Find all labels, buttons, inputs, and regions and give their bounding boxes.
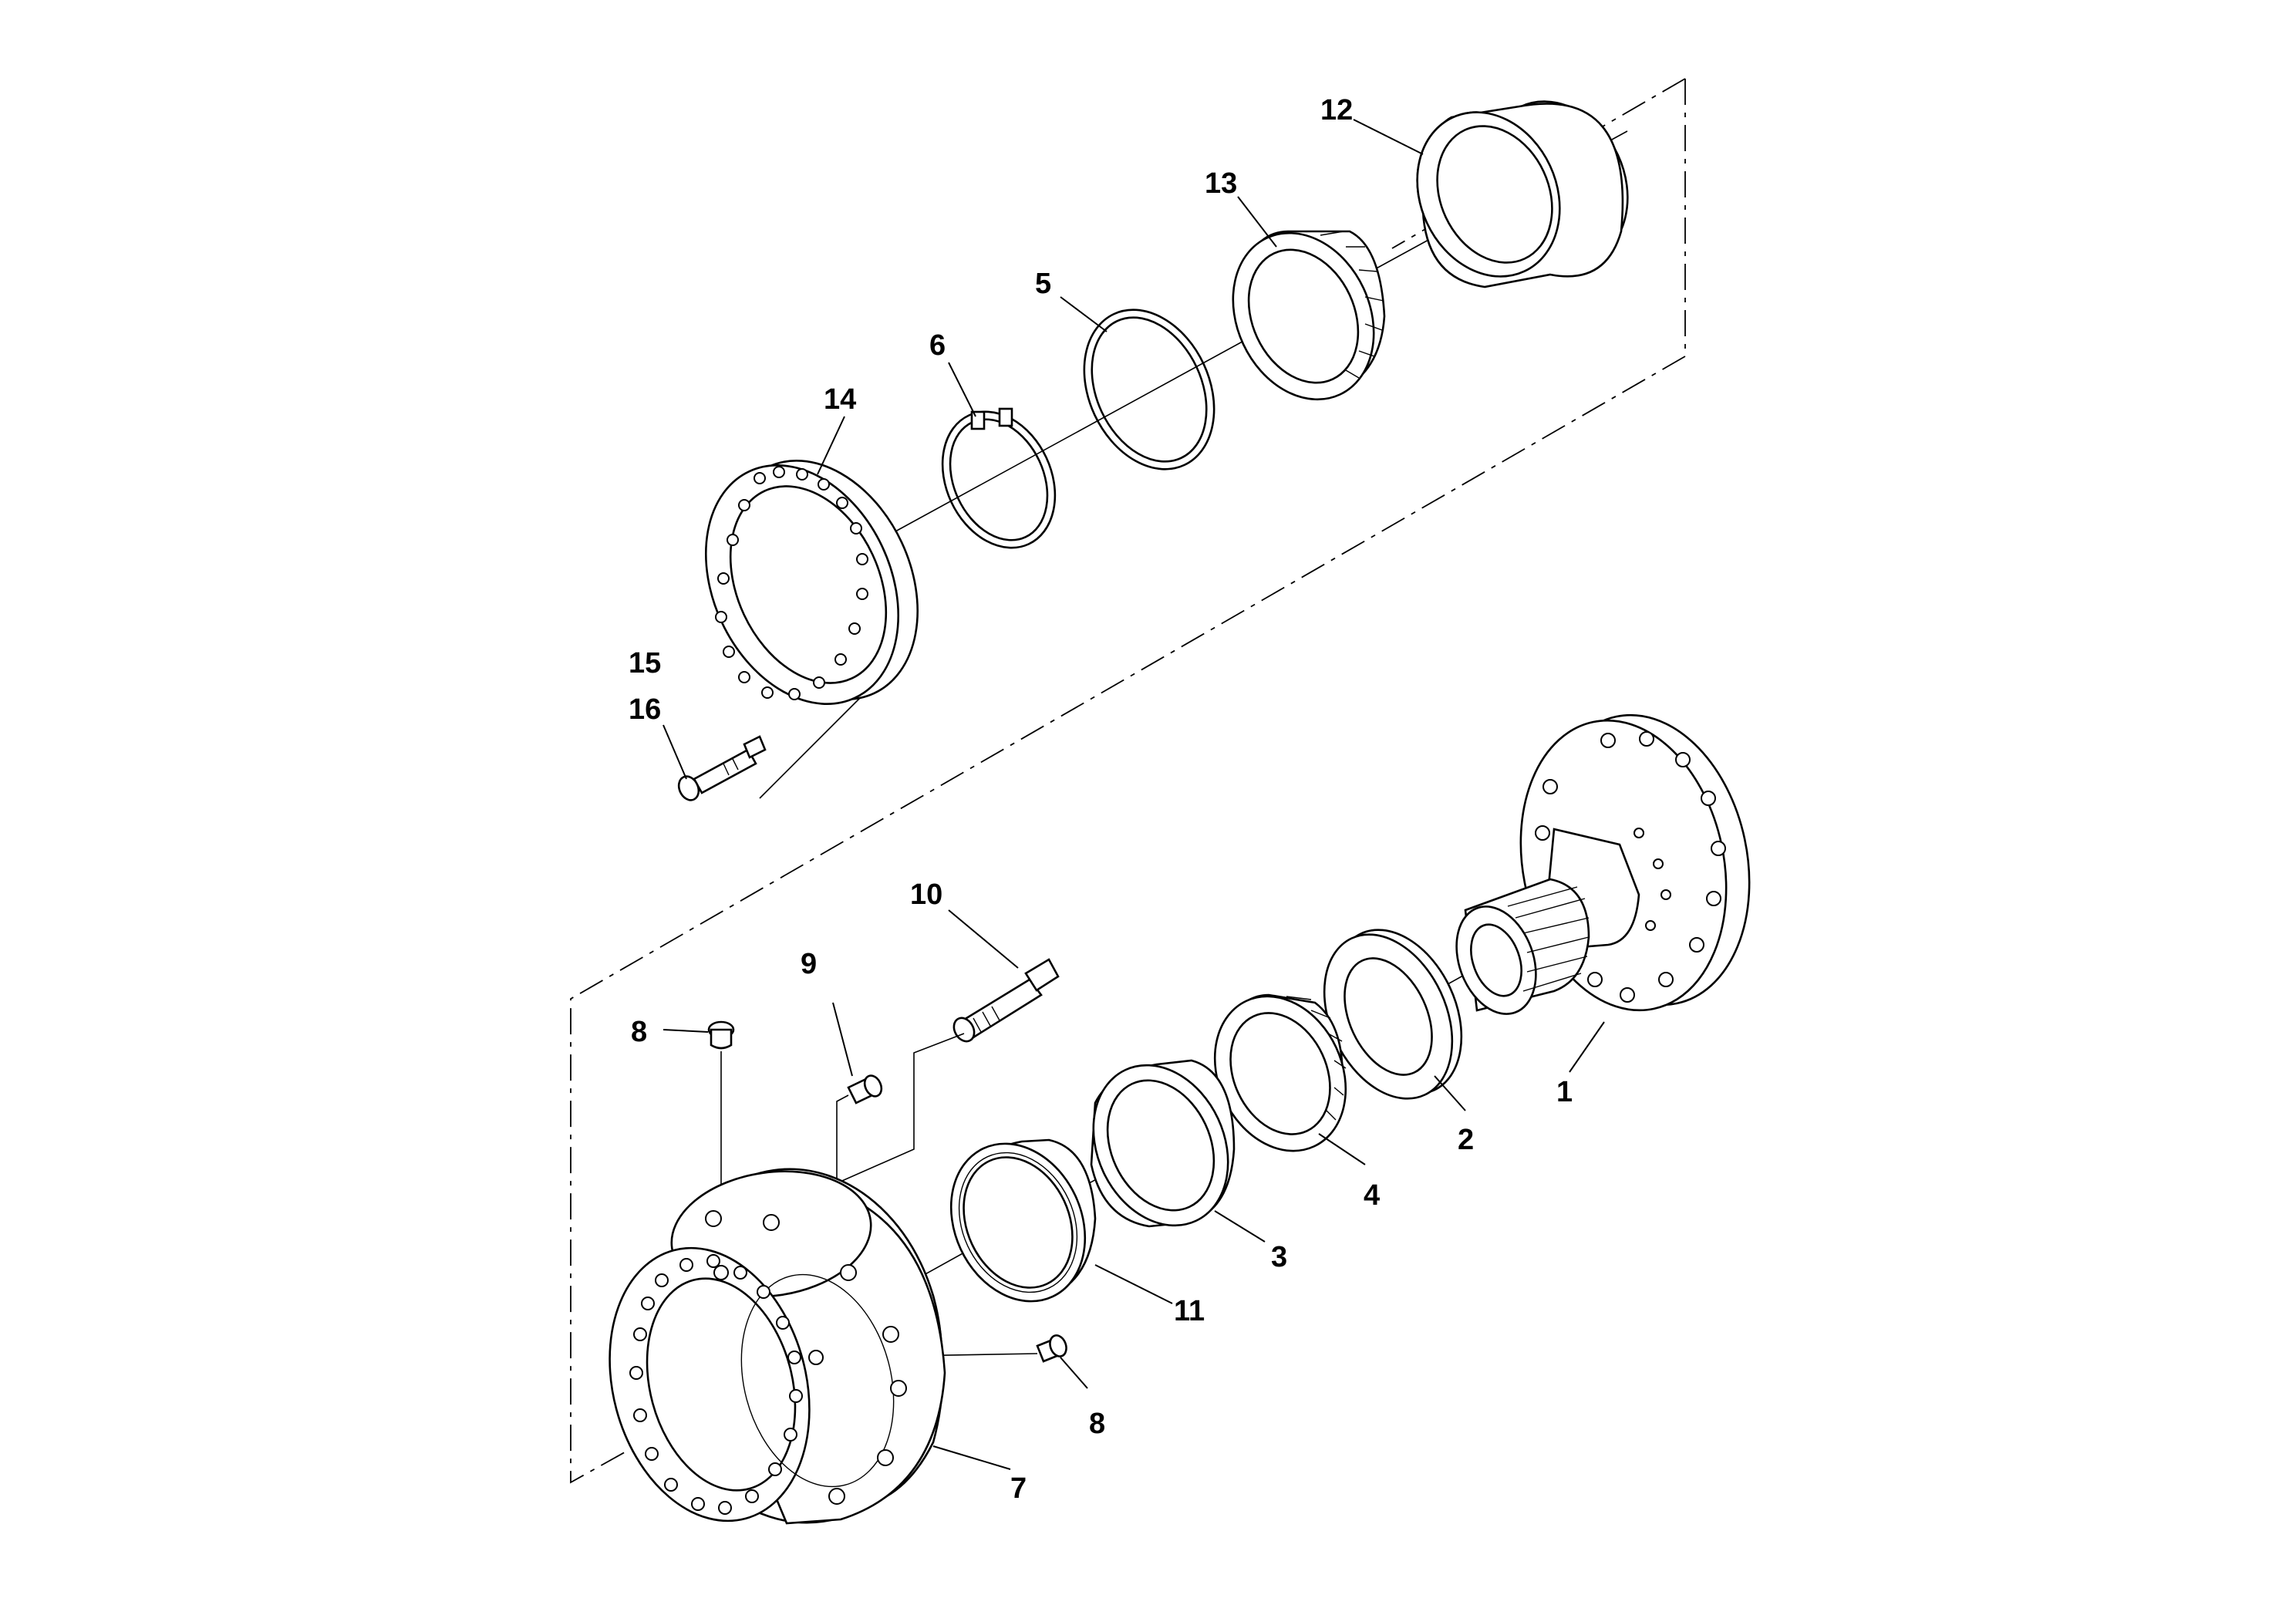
callout-4: 4 (1364, 1179, 1380, 1212)
part-7-wheel-hub (609, 1168, 946, 1525)
cover-bolt-holes (715, 466, 868, 700)
part-16-cover-bolt (677, 735, 767, 801)
callout-8-top: 8 (631, 1016, 647, 1048)
part-3-bearing-cup (1090, 1059, 1236, 1228)
callout-10: 10 (910, 878, 942, 911)
part-4-bearing-cone (1213, 993, 1347, 1152)
callout-12: 12 (1320, 94, 1353, 126)
part-9-plug (813, 1074, 883, 1208)
part-11-seal (949, 1138, 1097, 1303)
callout-7: 7 (1010, 1472, 1027, 1505)
callout-16: 16 (629, 693, 661, 726)
callout-1: 1 (1556, 1076, 1573, 1108)
callouts: 12 13 5 6 14 15 16 10 9 8 1 2 4 3 11 8 7 (629, 94, 1573, 1505)
callout-14: 14 (824, 383, 856, 416)
part-5-ring (1083, 309, 1215, 470)
shaft-splines (1507, 886, 1590, 992)
part-14-cover-flange (704, 460, 919, 705)
callout-11: 11 (1174, 1295, 1205, 1327)
callout-9: 9 (801, 948, 817, 980)
part-6-circlip (941, 407, 1057, 549)
part-2-spacer-ring (1323, 929, 1463, 1100)
part-10-stud (817, 958, 1060, 1192)
flange-bolt-holes (1535, 731, 1726, 1003)
part-12-bearing-cup (1416, 100, 1629, 288)
callout-15: 15 (629, 647, 661, 679)
part-13-bearing-cone (1232, 230, 1386, 401)
callout-5: 5 (1035, 268, 1051, 300)
hub-bolt-holes (629, 1210, 907, 1515)
callout-2: 2 (1458, 1124, 1474, 1156)
leader-lines (663, 119, 1605, 1470)
part-1-shaft-flange (1455, 713, 1751, 1015)
callout-3: 3 (1271, 1241, 1287, 1273)
callout-13: 13 (1205, 167, 1237, 200)
callout-6: 6 (929, 329, 946, 362)
callout-8-right: 8 (1089, 1408, 1105, 1440)
